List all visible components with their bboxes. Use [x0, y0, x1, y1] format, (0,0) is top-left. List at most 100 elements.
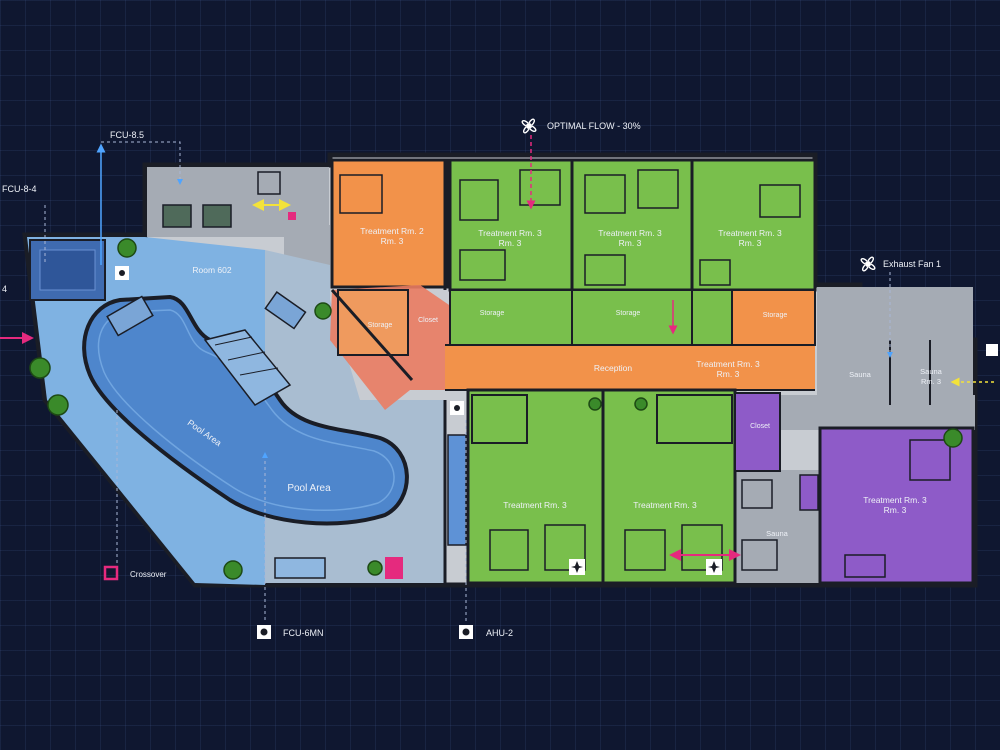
plant-icon	[367, 560, 383, 576]
sauna-shower	[741, 479, 773, 509]
pool-lounger-1	[264, 291, 307, 330]
plant-icon	[223, 560, 243, 580]
room-label: Treatment Rm. 3	[863, 495, 927, 505]
plant-icon	[314, 302, 332, 320]
room-sublabel: Rm. 3	[717, 369, 740, 379]
room-sublabel: Rm. 3	[499, 238, 522, 248]
bed-12	[681, 524, 723, 571]
room-label: Closet	[750, 423, 770, 430]
plant-icon	[588, 397, 602, 411]
callout-optimal-flow: OPTIMAL FLOW - 30%	[547, 121, 641, 131]
fcu-85-leader	[101, 141, 183, 185]
pool-side-lockers	[447, 434, 467, 546]
treatment-room-green-2	[570, 158, 694, 292]
bed-4	[637, 169, 679, 209]
bed-1	[459, 179, 499, 221]
room-label: Treatment Rm. 3	[718, 228, 782, 238]
room-sublabel: Rm. 3	[381, 236, 404, 246]
callout-exhaust-fan: Exhaust Fan 1	[883, 259, 941, 269]
bed-5	[759, 184, 801, 218]
crossover-icon	[103, 565, 119, 581]
reception-band	[445, 345, 815, 390]
room-label: Treatment Rm. 2	[360, 226, 424, 236]
bed-10	[544, 524, 586, 571]
bed-6	[459, 249, 506, 281]
room-label: Storage	[480, 310, 505, 317]
treatment-room-green-4	[466, 388, 605, 585]
green-storage-strip-1	[449, 289, 573, 346]
room-sublabel: Rm. 3	[739, 238, 762, 248]
bed-3	[584, 174, 626, 214]
sensor-icon	[986, 344, 998, 356]
room-label: Sauna	[849, 370, 872, 379]
callout-fcu-bottom: FCU-6MN	[283, 628, 324, 638]
orange-storage-right	[731, 289, 816, 346]
room-label: Pool Area	[287, 483, 331, 494]
purple-closet	[734, 392, 781, 472]
room-label: Reception	[594, 363, 633, 373]
fan-icon	[706, 559, 722, 575]
room-label: Closet	[418, 317, 438, 324]
room-sublabel: Rm. 3	[619, 238, 642, 248]
room-sublabel: Rm. 3	[921, 377, 941, 386]
fan-icon	[569, 559, 585, 575]
restroom-block-right	[817, 287, 973, 407]
plant-icon	[943, 428, 963, 448]
room-label: Storage	[616, 310, 641, 317]
pool-bench	[274, 557, 326, 579]
plant-icon	[47, 394, 69, 416]
ahu-unit-icon	[459, 625, 473, 639]
fcu-unit-icon	[257, 625, 271, 639]
room-label: Storage	[368, 322, 393, 329]
callout-fcu-85: FCU-8.5	[110, 130, 144, 140]
pink-valve	[385, 557, 403, 579]
room-label: Sauna	[920, 367, 943, 376]
storage-small-1	[337, 289, 409, 356]
hot-tub-inner	[39, 249, 96, 291]
pool-steps	[203, 329, 292, 406]
plant-icon	[634, 397, 648, 411]
plant-icon	[29, 357, 51, 379]
callout-crossover: Crossover	[130, 570, 167, 579]
lower-green-closet-1	[471, 394, 528, 444]
equipment-unit	[202, 204, 232, 228]
room-label: Treatment Rm. 3	[598, 228, 662, 238]
callout-ahu: AHU-2	[486, 628, 513, 638]
treatment-room-green-3	[690, 158, 817, 292]
pool-steps-line-2	[227, 351, 266, 361]
pink-marker	[288, 212, 296, 220]
room-label: Treatment Rm. 3	[696, 359, 760, 369]
exhaust-fan-icon	[860, 256, 876, 272]
treatment-orange-bed	[339, 174, 383, 214]
treatment-room-green-1	[448, 158, 574, 292]
pool-steps-line-1	[214, 336, 253, 346]
green-storage-strip-3	[691, 289, 733, 346]
room-label: Treatment Rm. 3	[478, 228, 542, 238]
room-label: Treatment Rm. 3	[633, 500, 697, 510]
bed-2	[519, 169, 561, 206]
treatment-room-orange	[330, 158, 449, 289]
purple-bed-1	[909, 439, 951, 481]
room-label: Storage	[763, 312, 788, 319]
sensor-icon	[450, 401, 464, 415]
room-sublabel: Rm. 3	[884, 505, 907, 515]
bed-9	[489, 529, 529, 571]
lower-green-closet-2	[656, 394, 733, 444]
purple-bed-2	[844, 554, 886, 578]
equipment-unit	[257, 171, 281, 195]
room-label: Room 602	[192, 265, 231, 275]
wall-segment	[330, 289, 414, 381]
purple-locker	[799, 474, 819, 511]
bed-11	[624, 529, 666, 571]
equipment-unit	[162, 204, 192, 228]
green-storage-strip-2	[571, 289, 693, 346]
sauna-tub	[741, 539, 778, 571]
bed-8	[699, 259, 731, 286]
room-label: Sauna	[766, 529, 789, 538]
pool-steps-line-3	[239, 367, 279, 376]
fan-icon	[521, 118, 537, 134]
room-label: Treatment Rm. 3	[503, 500, 567, 510]
callout-edge: 4	[2, 284, 7, 294]
sensor-icon	[115, 266, 129, 280]
